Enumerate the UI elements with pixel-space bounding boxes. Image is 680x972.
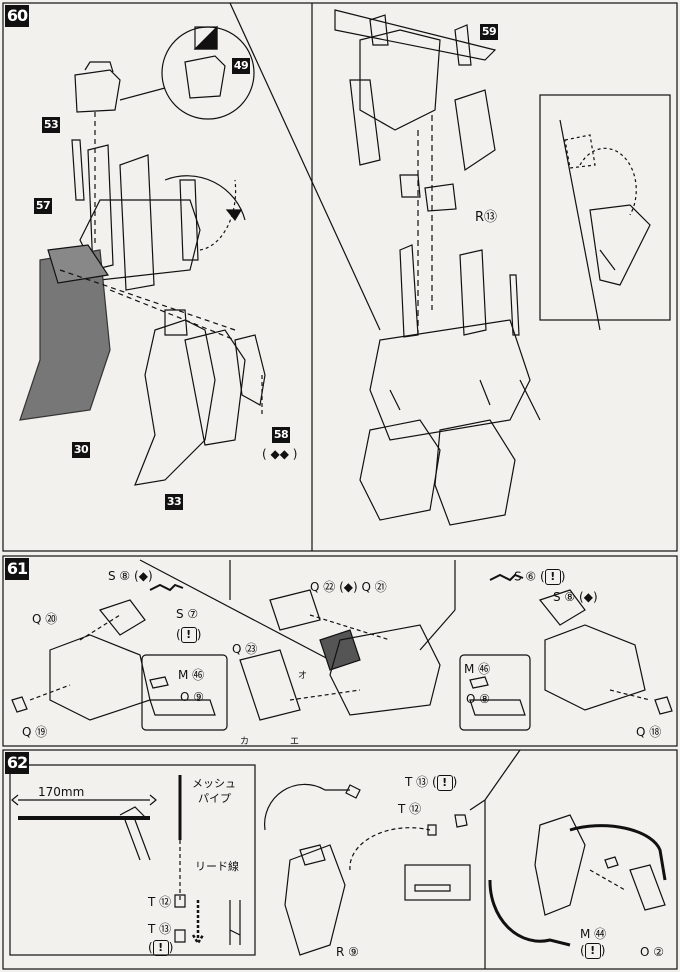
caution-icon: ! xyxy=(152,940,169,956)
length-label: 170mm xyxy=(38,785,85,799)
caution-icon: ! xyxy=(180,627,197,643)
label-t13-right: T ⑬ (!) xyxy=(405,774,458,791)
label-q19: Q ⑲ xyxy=(22,725,48,739)
label-m44: M ㊹ xyxy=(580,927,607,941)
label-r9: R ⑨ xyxy=(336,945,359,959)
label-m46-left: M ㊻ xyxy=(178,668,205,682)
mark-o: オ xyxy=(298,671,308,681)
part-57: 57 xyxy=(34,198,52,214)
callout-r13: R⑬ xyxy=(475,210,498,225)
label-s8-right: S ⑧ (◆) xyxy=(553,590,598,604)
caution-m44: (!) xyxy=(580,943,606,959)
step-number-62: 62 xyxy=(5,752,29,774)
label-t13-left: T ⑬ xyxy=(148,922,172,936)
label-s7: S ⑦ xyxy=(176,607,199,621)
frame-step-60 xyxy=(2,2,678,552)
frame-step-62 xyxy=(2,749,678,970)
caution-s7: (!) xyxy=(176,627,202,643)
mark-ka: カ xyxy=(240,737,250,747)
part-30: 30 xyxy=(72,442,90,458)
label-o9: O ⑨ xyxy=(180,690,205,704)
step-number-61: 61 xyxy=(5,558,29,580)
part-49: 49 xyxy=(232,58,250,74)
caution-t13-left: (!) xyxy=(148,940,174,956)
label-s6: S ⑥ (!) xyxy=(514,569,566,585)
part-33: 33 xyxy=(165,494,183,510)
part-53: 53 xyxy=(42,117,60,133)
label-s8-left: S ⑧ (◆) xyxy=(108,569,153,583)
caution-icon: ! xyxy=(584,943,601,959)
label-t12-left: T ⑫ xyxy=(148,895,172,909)
step-number-60: 60 xyxy=(5,5,29,27)
mesh-pipe-label-1: メッシュ xyxy=(192,777,236,790)
label-q22: Q ㉒ (◆) Q ㉑ xyxy=(310,580,387,594)
label-m46-right: M ㊻ xyxy=(464,662,491,676)
label-o8: O ⑧ xyxy=(466,692,491,706)
label-q20: Q ⑳ xyxy=(32,612,58,626)
label-t12-right: T ⑫ xyxy=(398,802,422,816)
part-59: 59 xyxy=(480,24,498,40)
lead-wire-label: リード線 xyxy=(195,860,239,873)
frame-step-61 xyxy=(2,555,678,747)
symbol-58: ( ◆◆ ) xyxy=(262,447,298,461)
label-q18: Q ⑱ xyxy=(636,725,662,739)
caution-icon: ! xyxy=(544,569,561,585)
mark-e: エ xyxy=(290,737,300,747)
caution-icon: ! xyxy=(436,774,453,791)
mesh-pipe-label-2: パイプ xyxy=(198,792,231,805)
label-o2: O ② xyxy=(640,945,665,959)
label-q23: Q ㉓ xyxy=(232,642,258,656)
part-58: 58 xyxy=(272,427,290,443)
